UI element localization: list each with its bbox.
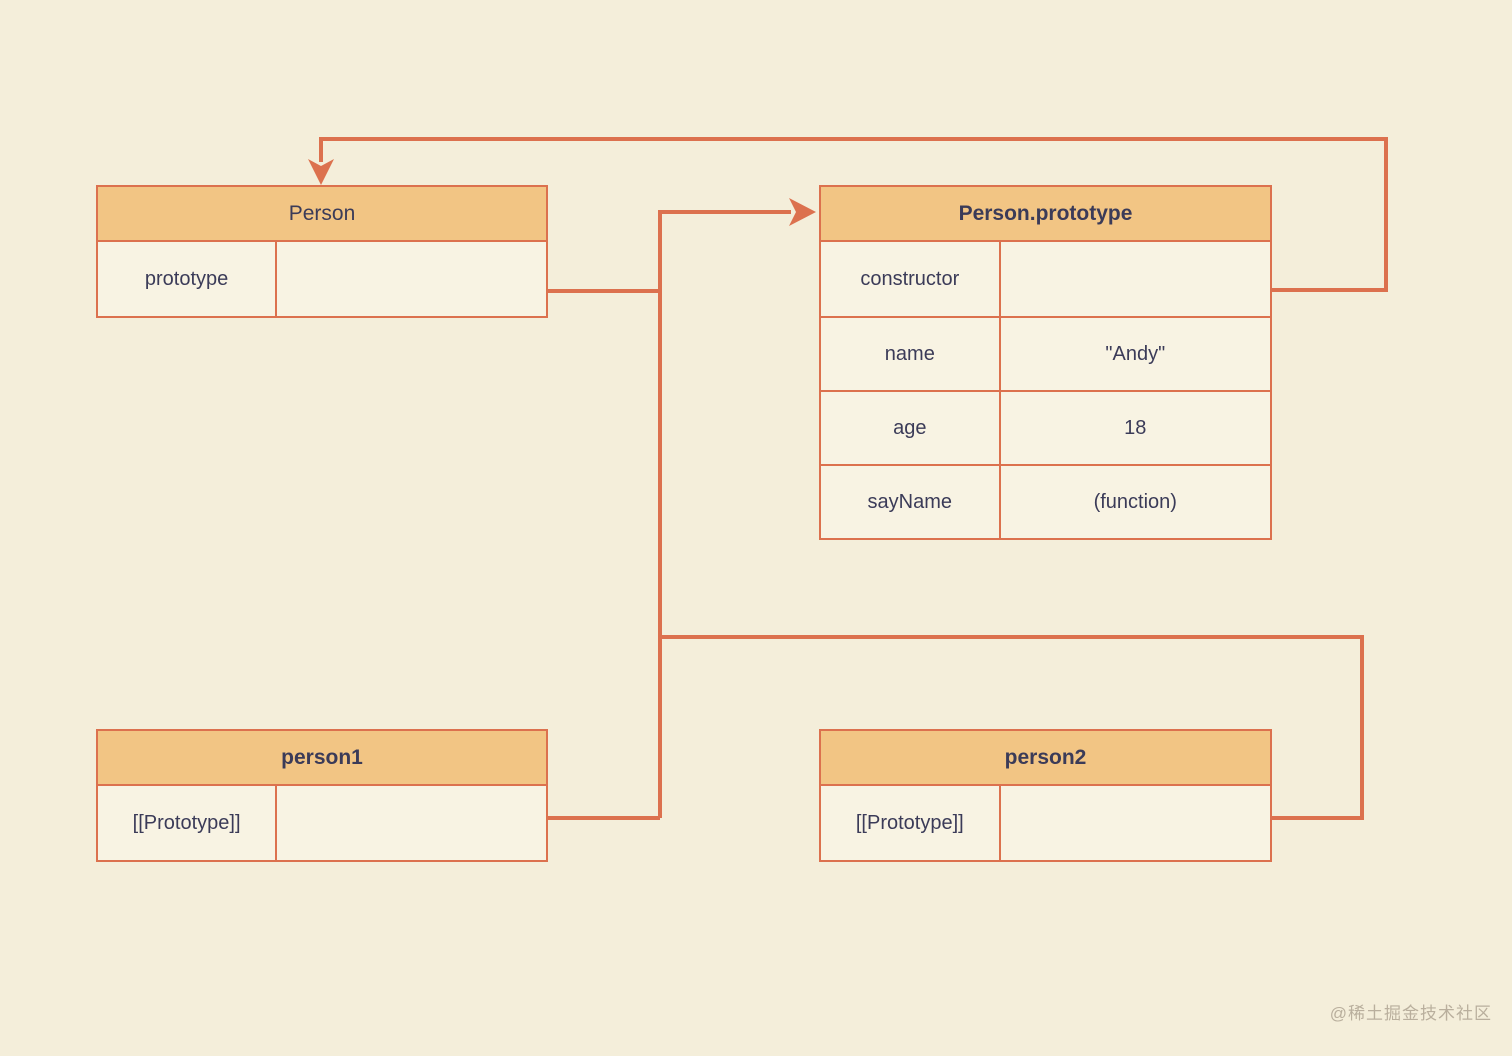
person2-table: person2 [[Prototype]] [819,729,1272,862]
table-row: name "Andy" [821,316,1270,390]
juejin-watermark: @稀土掘金技术社区 [1329,1004,1492,1023]
table-row: prototype [98,242,546,316]
arrowhead-right-into-person-prototype [789,198,816,226]
table-row: [[Prototype]] [98,786,546,860]
person-table-header: Person [98,187,546,242]
person-prototype-table: Person.prototype constructor name "Andy"… [819,185,1272,540]
row-value [277,242,546,316]
person2-table-header: person2 [821,731,1270,786]
row-value [1001,786,1270,860]
arrowhead-down-into-person [308,159,334,185]
table-row: [[Prototype]] [821,786,1270,860]
row-key: name [821,318,1001,390]
person-prototype-table-title: Person.prototype [958,201,1133,225]
person1-table-title: person1 [281,745,363,769]
row-key: age [821,392,1001,464]
table-row: age 18 [821,390,1270,464]
edge-trunk-to-person-prototype [658,210,791,818]
row-key: prototype [98,242,278,316]
row-value: (function) [1093,490,1177,513]
row-key: constructor [821,242,1001,316]
row-value [277,786,546,860]
person-table: Person prototype [96,185,548,318]
person-table-title: Person [288,201,356,225]
person1-table-header: person1 [98,731,546,786]
person2-table-title: person2 [1004,745,1087,769]
row-key: [[Prototype]] [98,786,278,860]
row-key: sayName [821,466,1001,538]
person-prototype-table-header: Person.prototype [821,187,1270,242]
table-row: sayName (function) [821,464,1270,538]
row-value: "Andy" [1105,342,1166,365]
row-value: 18 [1124,416,1147,439]
row-key: [[Prototype]] [821,786,1001,860]
row-value [1001,242,1270,316]
person1-table: person1 [[Prototype]] [96,729,548,862]
table-row: constructor [821,242,1270,316]
